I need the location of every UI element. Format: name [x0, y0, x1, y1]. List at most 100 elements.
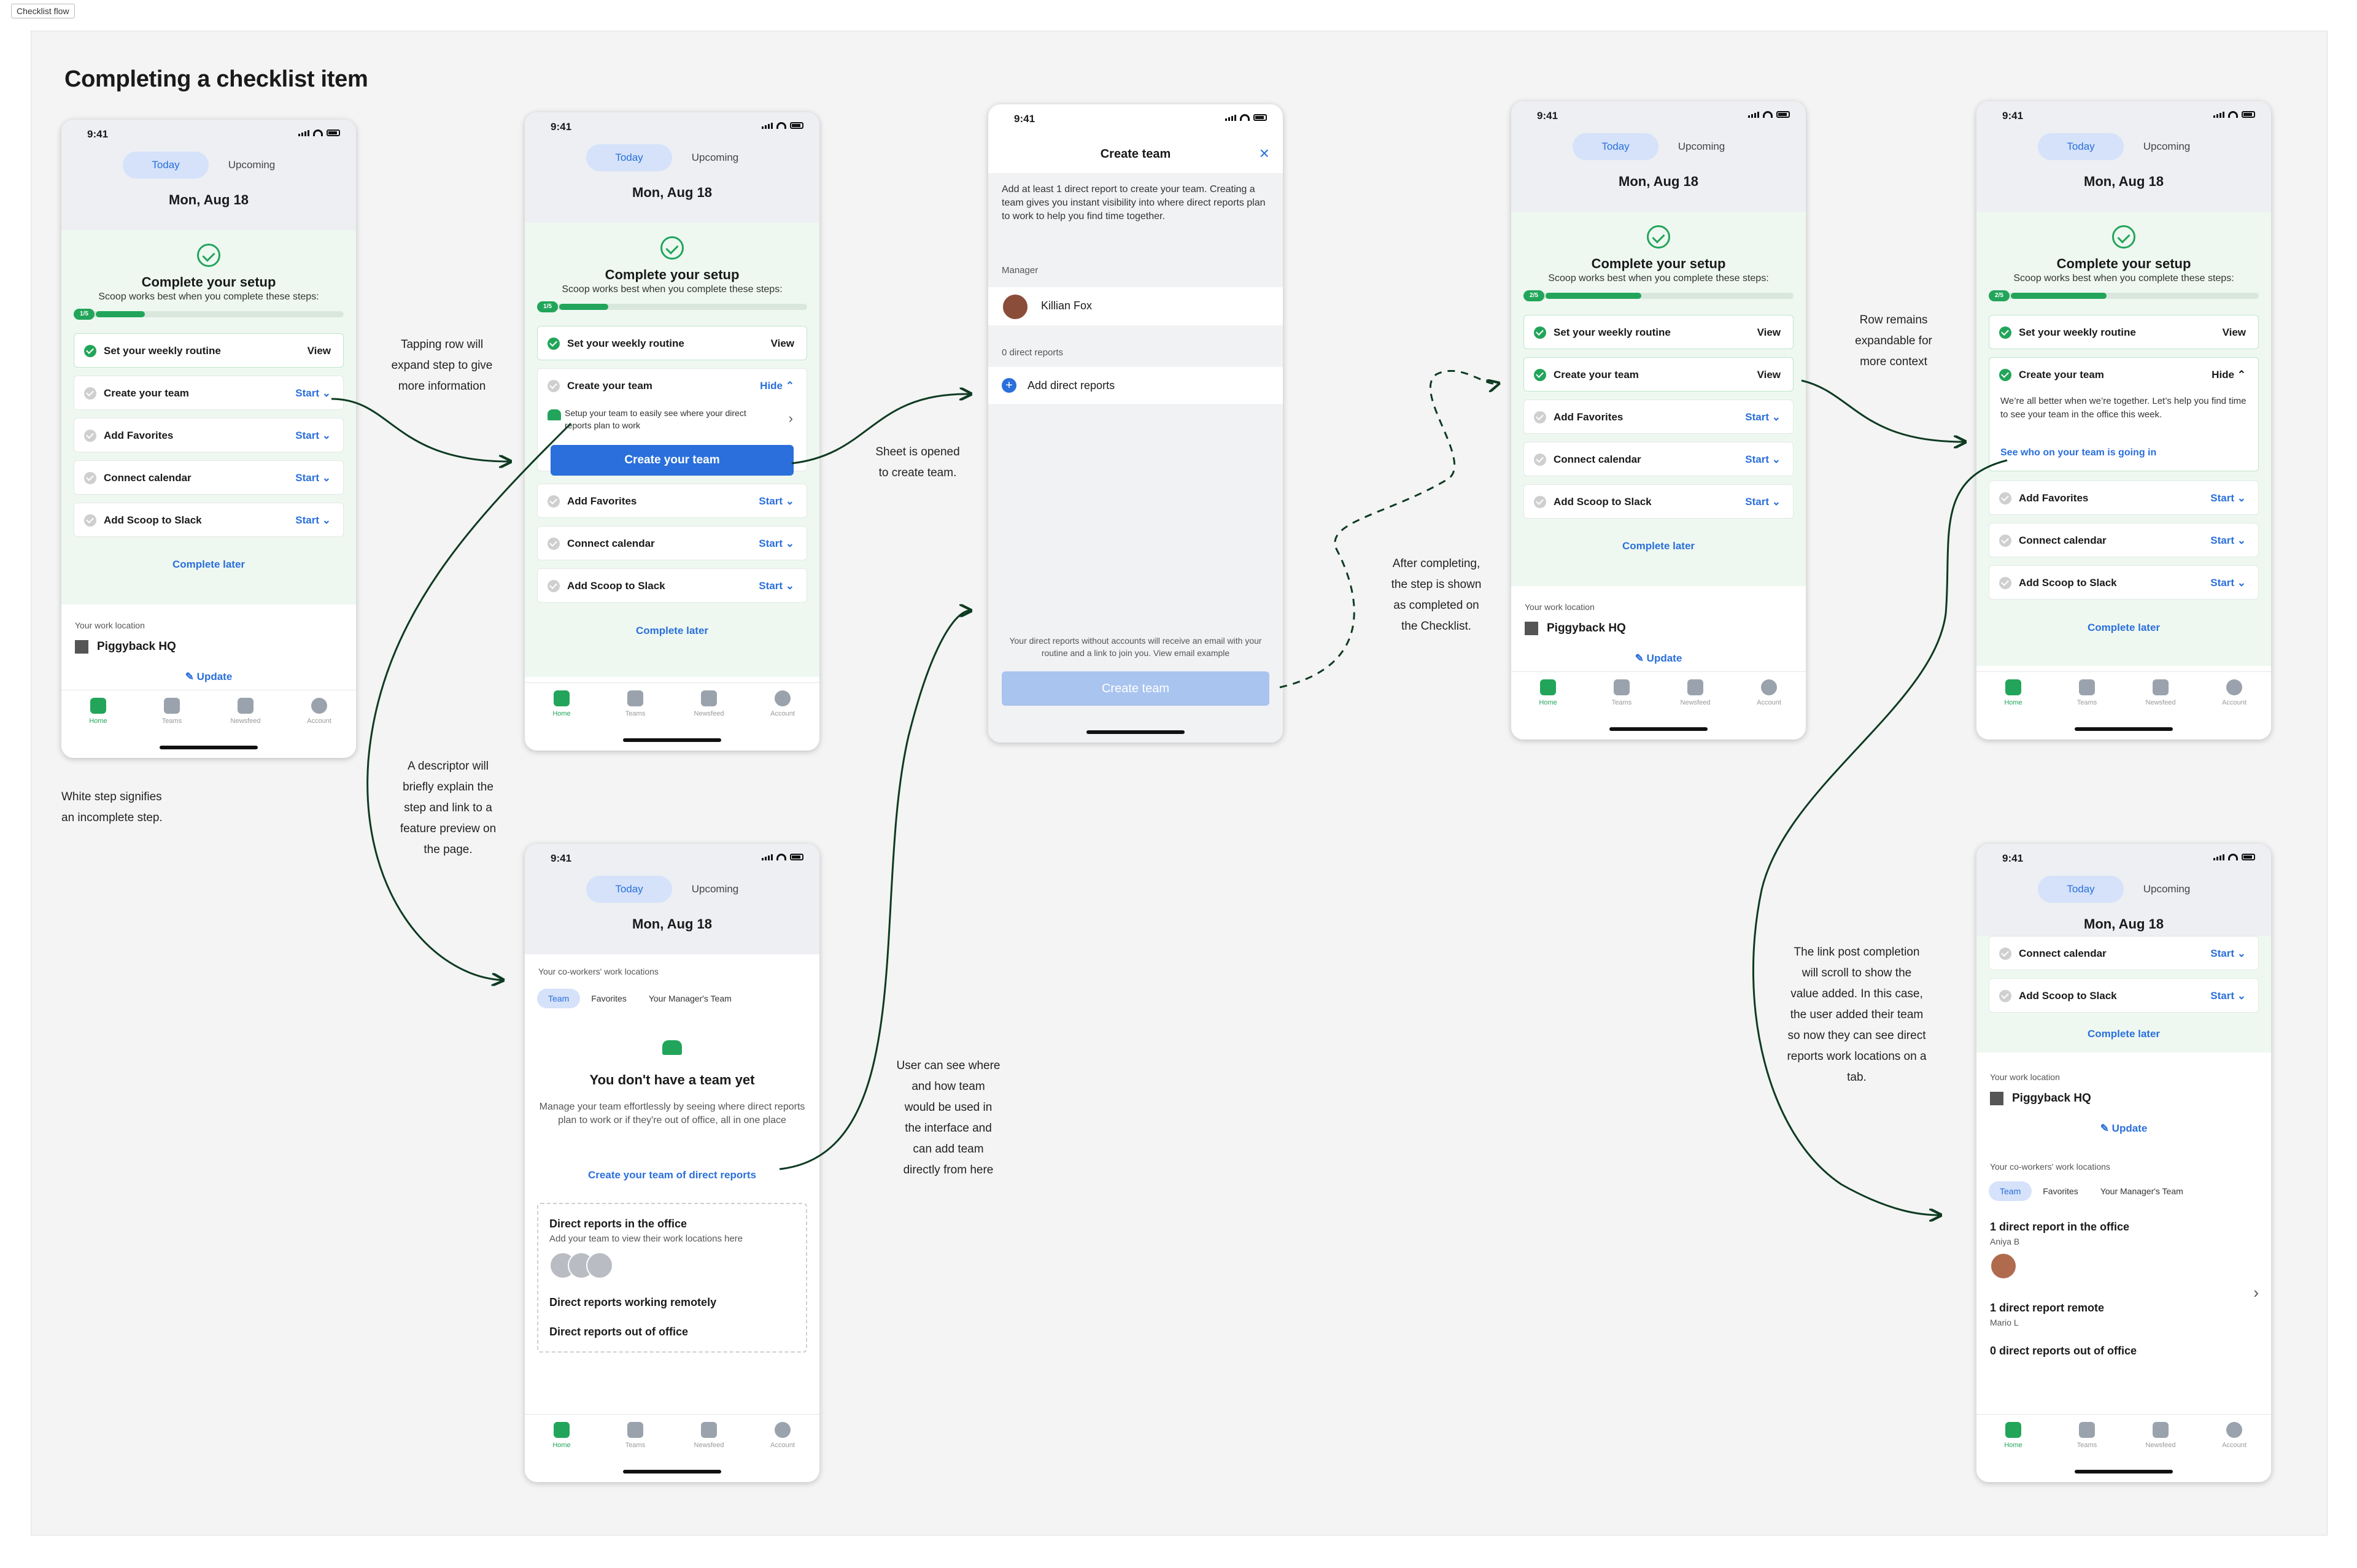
tab-today[interactable]: Today: [1573, 133, 1658, 160]
complete-later-link[interactable]: Complete later: [172, 558, 246, 570]
start-button[interactable]: Start ⌄: [2210, 990, 2246, 1002]
start-button[interactable]: Start ⌄: [295, 387, 331, 400]
view-button[interactable]: View: [1757, 326, 1781, 338]
nav-newsfeed[interactable]: Newsfeed: [221, 698, 270, 725]
nav-teams[interactable]: Teams: [1597, 679, 1646, 706]
nav-teams[interactable]: Teams: [611, 1422, 660, 1449]
tab-today[interactable]: Today: [2038, 876, 2124, 903]
tab-managers-team[interactable]: Your Manager's Team: [648, 994, 732, 1003]
tab-upcoming[interactable]: Upcoming: [228, 159, 276, 171]
view-button[interactable]: View: [307, 345, 331, 357]
start-button[interactable]: Start ⌄: [295, 430, 331, 442]
tab-upcoming[interactable]: Upcoming: [1678, 141, 1725, 152]
view-button[interactable]: View: [1757, 369, 1781, 380]
start-button[interactable]: Start ⌄: [759, 580, 794, 592]
nav-teams[interactable]: Teams: [2062, 679, 2111, 706]
tab-today[interactable]: Today: [123, 152, 209, 179]
start-button[interactable]: Start ⌄: [2210, 535, 2246, 547]
nav-account[interactable]: Account: [2210, 679, 2259, 706]
nav-newsfeed[interactable]: Newsfeed: [684, 690, 733, 717]
tab-managers-team[interactable]: Your Manager's Team: [2100, 1186, 2183, 1196]
complete-later-link[interactable]: Complete later: [635, 625, 709, 636]
tab-favorites[interactable]: Favorites: [591, 994, 627, 1003]
create-team-link[interactable]: Create your team of direct reports: [588, 1169, 756, 1181]
tab-upcoming[interactable]: Upcoming: [691, 152, 739, 163]
tab-today[interactable]: Today: [2038, 133, 2124, 160]
complete-later-link[interactable]: Complete later: [2087, 622, 2161, 633]
start-button[interactable]: Start ⌄: [759, 538, 794, 550]
start-button[interactable]: Start ⌄: [1745, 411, 1781, 423]
nav-newsfeed[interactable]: Newsfeed: [2136, 679, 2185, 706]
start-button[interactable]: Start ⌄: [295, 514, 331, 527]
avatar[interactable]: [1990, 1253, 2017, 1280]
tab-today[interactable]: Today: [586, 876, 672, 903]
update-link[interactable]: ✎ Update: [1511, 652, 1806, 665]
nav-account[interactable]: Account: [295, 698, 344, 725]
start-button[interactable]: Start ⌄: [1745, 496, 1781, 508]
nav-home[interactable]: Home: [1989, 1422, 2038, 1449]
tab-upcoming[interactable]: Upcoming: [2143, 883, 2191, 895]
chevron-right-icon[interactable]: ›: [2253, 1283, 2259, 1302]
tab-today[interactable]: Today: [586, 144, 672, 171]
see-team-link[interactable]: See who on your team is going in: [2000, 447, 2157, 458]
view-button[interactable]: View: [2222, 326, 2246, 338]
hide-button[interactable]: Hide ⌃: [2212, 369, 2246, 381]
complete-later-link[interactable]: Complete later: [1622, 540, 1695, 552]
nav-teams[interactable]: Teams: [147, 698, 196, 725]
start-button[interactable]: Start ⌄: [759, 495, 794, 508]
nav-account[interactable]: Account: [758, 1422, 807, 1449]
start-button[interactable]: Start ⌄: [295, 472, 331, 484]
nav-newsfeed[interactable]: Newsfeed: [684, 1422, 733, 1449]
hide-button[interactable]: Hide ⌃: [760, 380, 794, 392]
start-button[interactable]: Start ⌄: [1745, 454, 1781, 466]
update-link[interactable]: ✎ Update: [1976, 1122, 2271, 1135]
start-button[interactable]: Start ⌄: [2210, 948, 2246, 960]
nav-home[interactable]: Home: [537, 1422, 586, 1449]
nav-home[interactable]: Home: [537, 690, 586, 717]
tab-upcoming[interactable]: Upcoming: [691, 883, 739, 895]
update-link[interactable]: ✎ Update: [61, 671, 356, 683]
nav-teams[interactable]: Teams: [2062, 1422, 2111, 1449]
tab-favorites[interactable]: Favorites: [2043, 1186, 2078, 1196]
nav-home[interactable]: Home: [74, 698, 123, 725]
close-icon[interactable]: ×: [1259, 144, 1269, 163]
add-reports-row[interactable]: + Add direct reports: [988, 367, 1283, 404]
view-button[interactable]: View: [770, 338, 794, 349]
tab-team[interactable]: Team: [537, 989, 581, 1008]
create-team-disabled-button[interactable]: Create team: [1002, 671, 1269, 706]
nav-newsfeed[interactable]: Newsfeed: [1671, 679, 1720, 706]
tab-team[interactable]: Team: [1989, 1181, 2032, 1201]
tab-upcoming[interactable]: Upcoming: [2143, 141, 2191, 152]
nav-home[interactable]: Home: [1523, 679, 1573, 706]
nav-account[interactable]: Account: [2210, 1422, 2259, 1449]
nav-account[interactable]: Account: [1744, 679, 1794, 706]
nav-account[interactable]: Account: [758, 690, 807, 717]
create-team-button[interactable]: Create your team: [551, 445, 794, 476]
complete-later-link[interactable]: Complete later: [2087, 1028, 2161, 1040]
nav-teams[interactable]: Teams: [611, 690, 660, 717]
nav-home[interactable]: Home: [1989, 679, 2038, 706]
start-button[interactable]: Start ⌄: [2210, 577, 2246, 589]
start-button[interactable]: Start ⌄: [2210, 492, 2246, 504]
